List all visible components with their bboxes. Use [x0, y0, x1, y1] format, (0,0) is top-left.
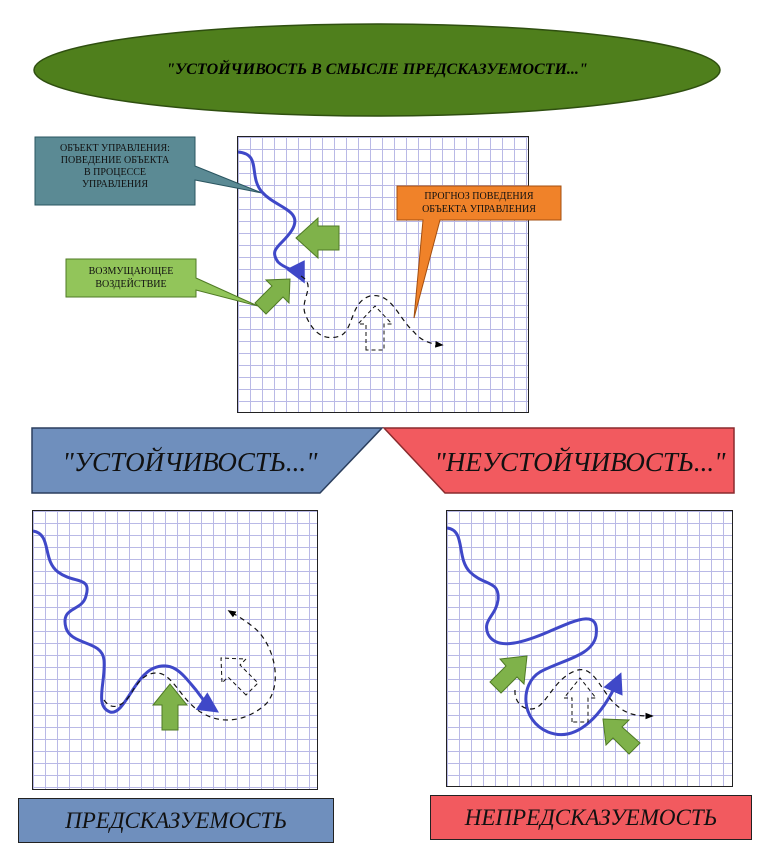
- disturbance-callout-line: ВОЗДЕЙСТВИЕ: [95, 278, 166, 290]
- object-callout-line: УПРАВЛЕНИЯ: [82, 179, 148, 190]
- predictable-label: ПРЕДСКАЗУЕМОСТЬ: [18, 798, 334, 843]
- unstable-banner-text: "НЕУСТОЙЧИВОСТЬ...": [435, 446, 727, 477]
- title-ellipse: [33, 23, 721, 117]
- forecast-callout-line: ОБЪЕКТА УПРАВЛЕНИЯ: [422, 204, 536, 215]
- unstable-trajectory: [446, 526, 654, 755]
- disturbance-arrow-icon: [489, 655, 528, 694]
- stable-banner-text: "УСТОЙЧИВОСТЬ...": [63, 446, 319, 477]
- object-callout-line: В ПРОЦЕССЕ: [84, 167, 146, 178]
- forecast-callout: ПРОГНОЗ ПОВЕДЕНИЯ ОБЪЕКТА УПРАВЛЕНИЯ: [396, 185, 562, 319]
- forecast-callout-line: ПРОГНОЗ ПОВЕДЕНИЯ: [424, 191, 533, 202]
- unpredictable-label: НЕПРЕДСКАЗУЕМОСТЬ: [430, 795, 752, 840]
- disturbance-arrow-icon: [151, 683, 189, 731]
- stable-trajectory: [32, 529, 276, 731]
- unstable-grid-panel: [446, 510, 733, 787]
- object-callout-line: ПОВЕДЕНИЕ ОБЪЕКТА: [61, 155, 170, 166]
- disturbance-callout: ВОЗМУЩАЮЩЕЕ ВОЗДЕЙСТВИЕ: [65, 258, 259, 307]
- object-callout: ОБЪЕКТ УПРАВЛЕНИЯ: ПОВЕДЕНИЕ ОБЪЕКТА В П…: [34, 136, 263, 206]
- disturbance-arrow-icon: [254, 278, 291, 315]
- disturbance-arrow-icon: [295, 216, 340, 260]
- page-title: "УСТОЙЧИВОСТЬ В СМЫСЛЕ ПРЕДСКАЗУЕМОСТИ..…: [166, 61, 588, 78]
- top-trajectory: [237, 150, 444, 351]
- object-callout-line: ОБЪЕКТ УПРАВЛЕНИЯ:: [60, 143, 170, 154]
- unstable-banner: "НЕУСТОЙЧИВОСТЬ...": [382, 427, 735, 494]
- disturbance-callout-line: ВОЗМУЩАЮЩЕЕ: [89, 266, 174, 277]
- stable-banner: "УСТОЙЧИВОСТЬ...": [31, 427, 384, 494]
- disturbance-arrow-icon: [602, 718, 641, 755]
